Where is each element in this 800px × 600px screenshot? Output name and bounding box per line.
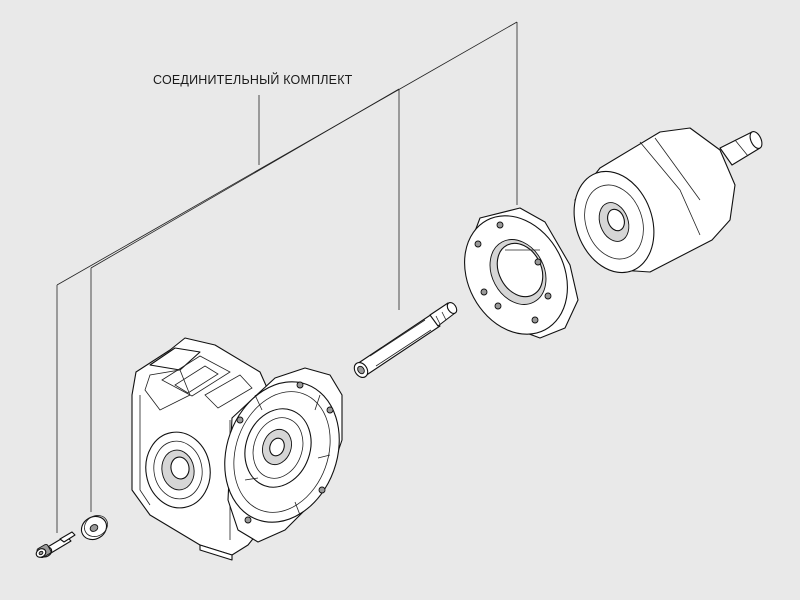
motor-icon — [573, 127, 763, 274]
adapter-flange-icon — [464, 207, 579, 339]
leader-lines — [56, 21, 518, 533]
worm-gearbox-icon — [131, 337, 343, 561]
bolt-icon — [35, 531, 76, 559]
input-shaft-icon — [353, 301, 458, 378]
washer-icon — [80, 515, 108, 541]
connection-kit-label: СОЕДИНИТЕЛЬНЫЙ КОМПЛЕКТ — [153, 73, 353, 87]
